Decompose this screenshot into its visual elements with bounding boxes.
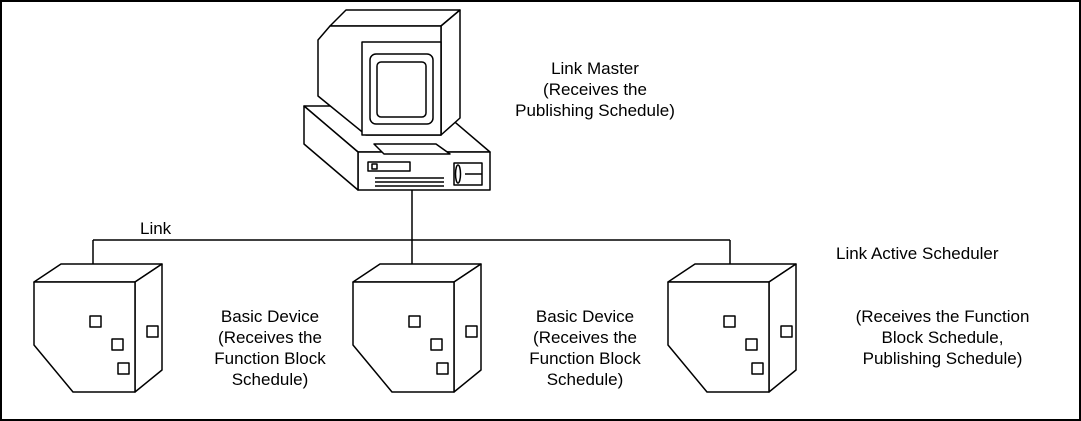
link-master-line-1: Link Master	[551, 59, 639, 78]
basic-device-2-line-3: Function Block	[529, 349, 641, 368]
computer-icon	[303, 9, 491, 191]
basic-device-2-label: Basic Device (Receives the Function Bloc…	[505, 306, 665, 390]
basic-device-2-line-1: Basic Device	[535, 307, 635, 326]
basic-device-1-label: Basic Device (Receives the Function Bloc…	[190, 306, 350, 390]
device-box-1	[33, 263, 163, 393]
basic-device-2-line-2: (Receives the	[533, 328, 637, 347]
link-bus	[92, 190, 731, 268]
link-label: Link	[140, 218, 171, 239]
link-active-scheduler-title: Link Active Scheduler	[836, 243, 999, 264]
device-box-2	[352, 263, 482, 393]
link-master-line-2: (Receives the	[543, 80, 647, 99]
link-active-scheduler-line-3: Publishing Schedule)	[862, 349, 1023, 368]
basic-device-1-line-1: Basic Device	[220, 307, 320, 326]
device-box-3	[667, 263, 797, 393]
link-active-scheduler-title-text: Link Active Scheduler	[836, 244, 999, 263]
basic-device-1-line-2: (Receives the	[218, 328, 322, 347]
basic-device-1-line-4: Schedule)	[231, 370, 309, 389]
link-active-scheduler-line-2: Block Schedule,	[881, 328, 1004, 347]
link-active-scheduler-line-1: (Receives the Function	[855, 307, 1030, 326]
basic-device-2-line-4: Schedule)	[546, 370, 624, 389]
link-master-label: Link Master (Receives the Publishing Sch…	[505, 58, 685, 121]
link-master-line-3: Publishing Schedule)	[515, 101, 675, 120]
link-active-scheduler-label: (Receives the Function Block Schedule, P…	[825, 306, 1060, 369]
basic-device-1-line-3: Function Block	[214, 349, 326, 368]
link-label-text: Link	[140, 219, 172, 238]
